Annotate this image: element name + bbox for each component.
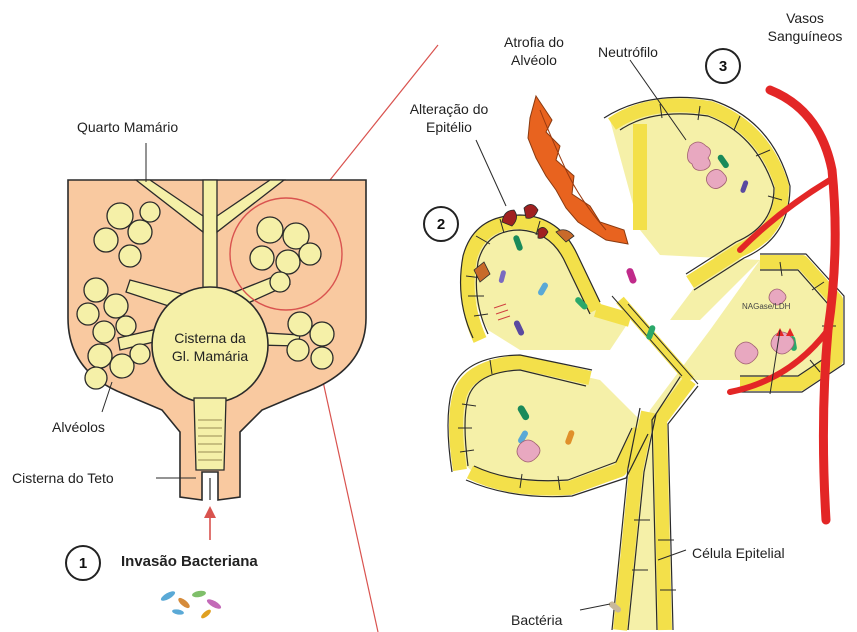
label-bacteria: Bactéria xyxy=(511,612,562,629)
label-cisterna-teto: Cisterna do Teto xyxy=(12,470,114,487)
arrow-up-icon xyxy=(204,506,216,540)
teat-cistern xyxy=(194,398,226,470)
label-alteracao-line1: Alteração do xyxy=(394,101,504,118)
step-3-badge: 3 xyxy=(705,48,741,84)
label-invasao-bacteriana: Invasão Bacteriana xyxy=(121,553,258,570)
label-neutrofilo: Neutrófilo xyxy=(598,44,658,61)
label-vasos-line1: Vasos xyxy=(760,10,850,27)
bacteria-icon xyxy=(160,589,223,619)
step-1-badge: 1 xyxy=(65,545,101,581)
label-atrofia-line2: Alvéolo xyxy=(486,52,582,69)
label-vasos-line2: Sanguíneos xyxy=(760,28,850,45)
label-alveolos: Alvéolos xyxy=(52,419,105,436)
label-alteracao-line2: Epitélio xyxy=(394,119,504,136)
label-atrofia-line1: Atrofia do xyxy=(486,34,582,51)
label-quarto-mamario: Quarto Mamário xyxy=(77,119,178,136)
label-cisterna-gl-line1: Cisterna da xyxy=(162,330,258,347)
step-2-badge: 2 xyxy=(423,206,459,242)
label-celula-epitelial: Célula Epitelial xyxy=(692,545,785,562)
label-nagase-ldh: NAGase/LDH xyxy=(742,302,790,311)
label-cisterna-gl-line2: Gl. Mamária xyxy=(162,348,258,365)
zoom-line-bottom xyxy=(315,345,378,632)
